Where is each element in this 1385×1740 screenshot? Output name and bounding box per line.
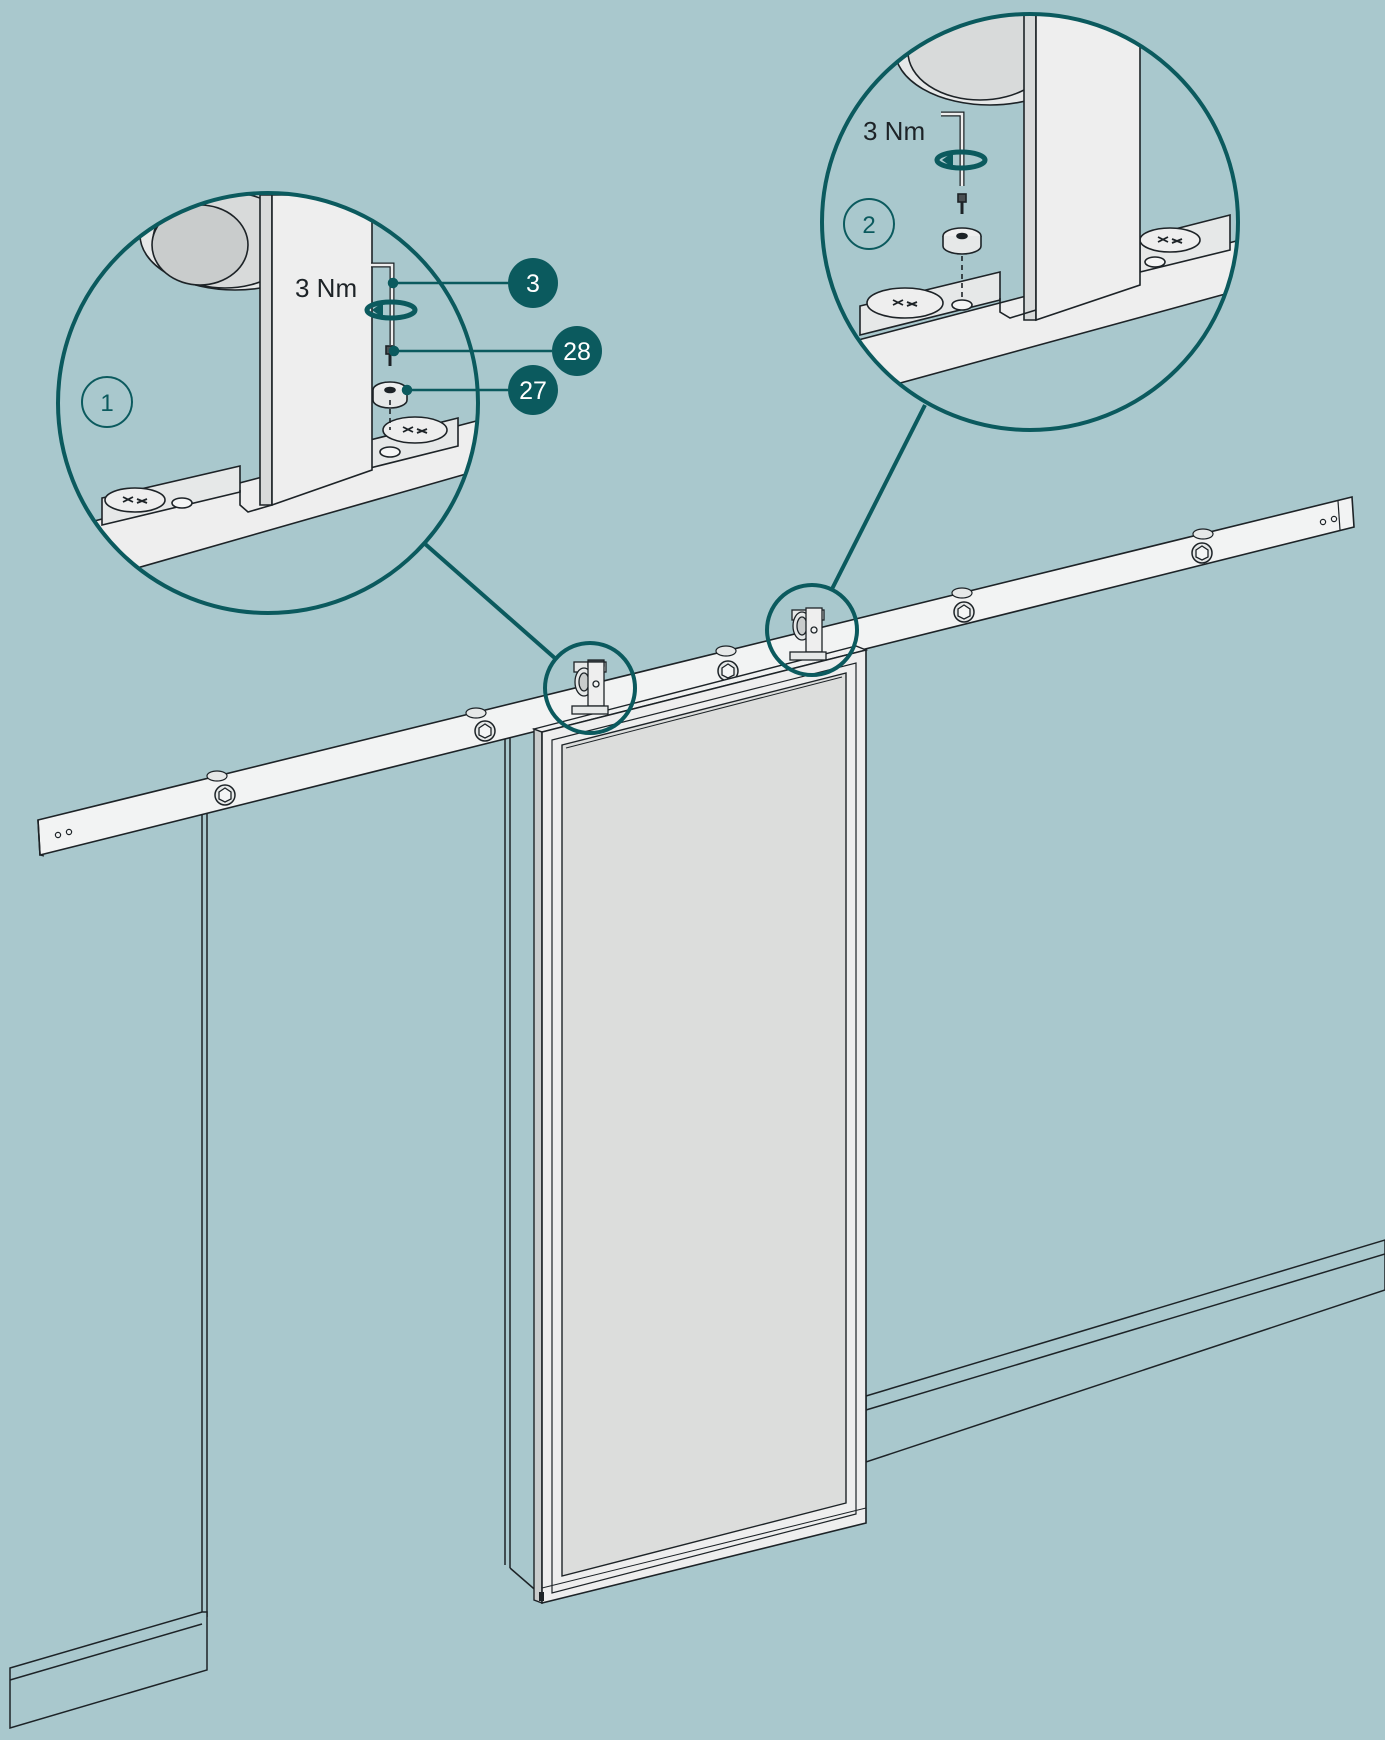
rail-spacer xyxy=(465,707,487,719)
rotation-arrow-icon xyxy=(364,299,418,321)
rail-spacer xyxy=(715,645,737,657)
hex-bolt-icon xyxy=(214,784,236,806)
rail-spacer xyxy=(1192,528,1214,540)
detail-view-1 xyxy=(56,191,480,615)
roller-right-small xyxy=(789,607,827,661)
rail-spacer xyxy=(206,770,228,782)
callout-number: 28 xyxy=(563,338,591,366)
detail-circle-1 xyxy=(56,191,480,615)
detail-2-step-badge: 2 xyxy=(843,198,895,250)
detail-2-step-number: 2 xyxy=(862,212,875,239)
rail-end-hole xyxy=(1319,518,1327,526)
callout-number: 3 xyxy=(526,270,540,298)
callout-badge-27: 27 xyxy=(508,365,558,415)
detail-circle-2 xyxy=(820,12,1240,432)
connector-line-1 xyxy=(422,541,559,662)
detail-2-torque-label: 3 Nm xyxy=(863,116,925,146)
callout-leaders xyxy=(387,277,552,396)
roller-left-small xyxy=(571,659,609,715)
detail-view-2 xyxy=(820,12,1240,432)
connector-line-2 xyxy=(830,404,927,590)
detail-1-torque-label: 3 Nm xyxy=(295,273,357,303)
door-guide xyxy=(539,1592,544,1601)
callout-badge-28: 28 xyxy=(552,326,602,376)
hex-bolt-icon xyxy=(953,601,975,623)
rail-end-hole xyxy=(54,831,62,839)
sliding-door xyxy=(531,645,869,1605)
hex-bolt-icon xyxy=(474,720,496,742)
rail-end-hole xyxy=(1330,515,1338,523)
skirting-right xyxy=(865,1239,1385,1464)
callout-badge-3: 3 xyxy=(508,258,558,308)
rail-end-hole xyxy=(65,828,73,836)
detail-1-step-badge: 1 xyxy=(81,376,133,428)
detail-1-step-number: 1 xyxy=(100,390,113,417)
rotation-arrow-icon xyxy=(934,149,988,171)
sliding-rail xyxy=(37,495,1355,857)
highlight-circle-roller-1 xyxy=(543,641,637,735)
door-panel xyxy=(561,672,847,1577)
hex-bolt-icon xyxy=(1191,542,1213,564)
rail-spacer xyxy=(951,587,973,599)
highlight-circle-roller-2 xyxy=(765,583,859,677)
callout-number: 27 xyxy=(519,377,547,405)
skirting-left xyxy=(9,1611,208,1730)
